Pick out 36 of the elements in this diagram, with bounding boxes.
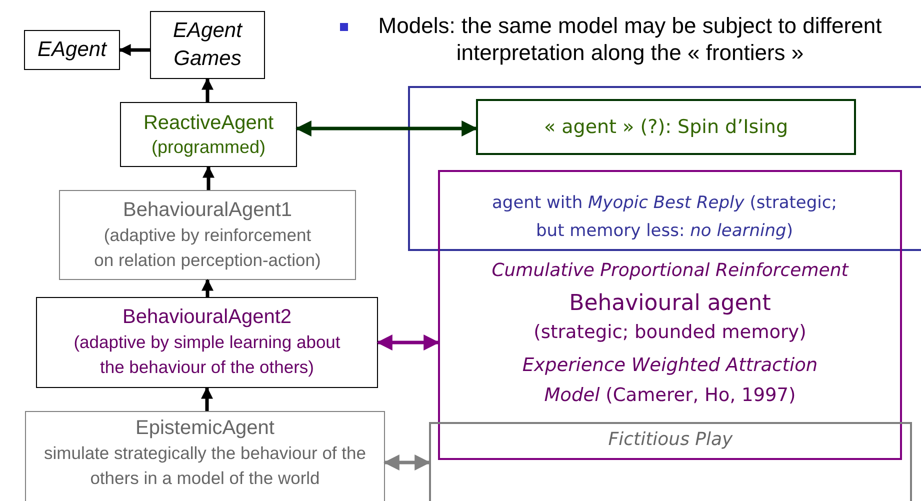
node-title: « agent » (?): Spin d’Ising [544,114,788,140]
node-title: EAgent Games [172,18,244,72]
node-title: agent with Myopic Best Reply (strategic; but memory less: no learning) [491,192,838,243]
arrow [376,334,440,350]
node-text: (adaptive by reinforcement on relation perception-action) [93,224,322,272]
node-title: Cumulative Proportional Reinforcement [492,259,848,283]
arrow [201,386,213,411]
arrow [202,278,214,297]
class-box [120,102,297,167]
node-text: (programmed) [151,136,266,158]
node-title: EAgent [38,36,106,63]
class-box [25,411,385,501]
arrow [295,120,478,136]
node-title: BehaviouralAgent2 [122,305,292,330]
arrow [202,78,214,102]
class-box [59,190,356,280]
class-box [150,11,265,79]
node-title: ReactiveAgent [143,110,274,136]
node-text: (adaptive by simple learning about the behaviour of the others) [72,331,342,379]
model-frame [408,86,921,251]
node-title: BehaviouralAgent1 [122,198,292,222]
arrow [118,44,150,56]
arrow [202,166,214,190]
node-text: simulate strategically the behaviour of the others in a model of the world [43,442,367,490]
class-box [24,30,120,70]
node-text: Behavioural agent [569,290,771,318]
model-frame [429,422,912,501]
bullet-text: Models: the same model may be subject to different interpretation along the « frontiers » [377,12,883,66]
class-box [36,297,378,388]
node-title: EpistemicAgent [136,416,274,441]
model-frame [438,170,902,460]
node-text: Experience Weighted Attraction Model (Camerer, Ho, 1997) [521,354,819,408]
model-box [476,99,856,155]
node-title: Fictitious Play [608,428,733,452]
node-text: (strategic; bounded memory) [534,321,806,345]
arrow [383,454,431,470]
